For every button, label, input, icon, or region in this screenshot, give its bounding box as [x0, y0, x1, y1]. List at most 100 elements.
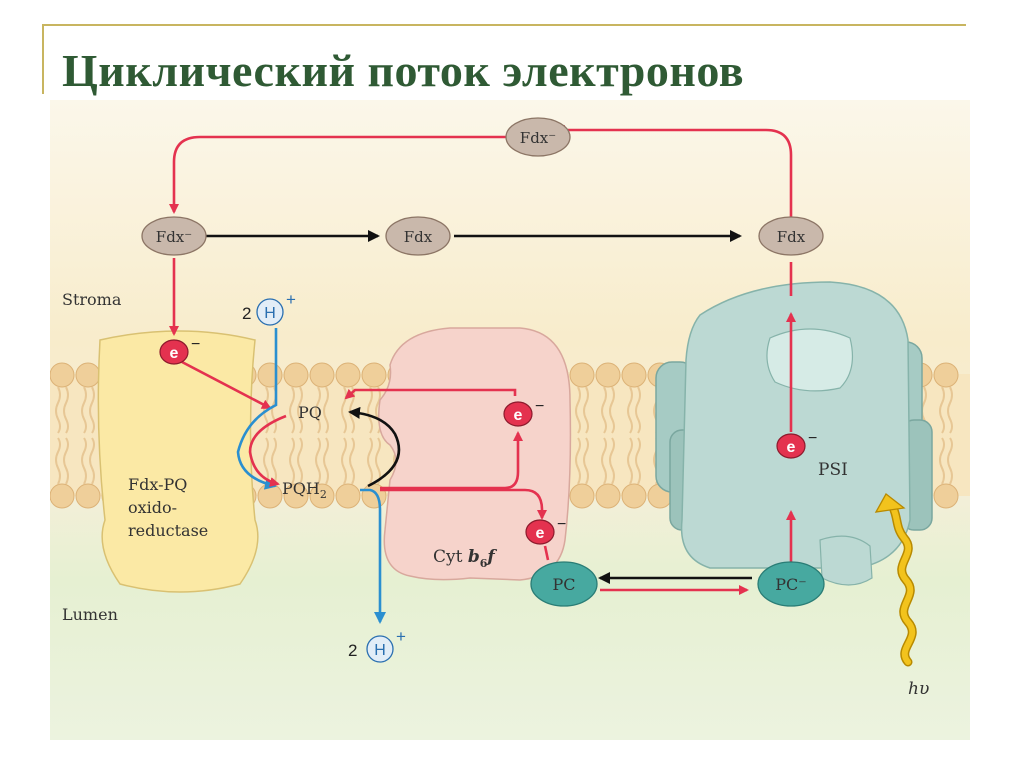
lipid-head: [595, 483, 621, 509]
lipid-tail: [315, 386, 321, 434]
lipid-tail: [297, 386, 303, 434]
lipid-head: [75, 362, 101, 388]
photosystem-i: PSI: [655, 281, 933, 586]
svg-text:−: −: [808, 430, 817, 447]
svg-text:2: 2: [242, 304, 251, 323]
svg-text:−: −: [191, 336, 200, 353]
lipid-tail: [635, 437, 641, 485]
cyclic-electron-flow-diagram: Stroma Lumen Fdx-PQ oxido- reductase Cyt…: [50, 100, 970, 740]
svg-text:H: H: [374, 642, 386, 659]
fdx-pq-oxidoreductase: Fdx-PQ oxido- reductase: [97, 330, 259, 593]
lipid-head: [569, 483, 595, 509]
lipid-tail: [575, 437, 581, 485]
svg-text:−: −: [535, 398, 544, 415]
lipid-tail: [63, 437, 69, 485]
oxidoreductase-label-line3: reductase: [128, 521, 208, 540]
pc-reduced: PC⁻: [757, 561, 825, 607]
slide-title: Циклический поток электронов: [62, 45, 745, 96]
lipid-tail: [315, 437, 321, 485]
lipid-tail: [263, 437, 269, 485]
fdx-top: Fdx⁻: [505, 117, 571, 157]
electron-flow-arrows: [169, 125, 796, 595]
arrow-cyt-electron-to-pq: [344, 388, 517, 400]
lipid-head: [75, 483, 101, 509]
lipid-head: [621, 362, 647, 388]
lipid-tail: [947, 386, 953, 434]
svg-text:+: +: [286, 290, 296, 309]
lipid-tail: [575, 386, 581, 434]
electron-cytb6f-upper: e −: [503, 398, 544, 427]
lipid-tail: [289, 386, 295, 434]
lipid-head: [309, 362, 335, 388]
arrow-pqh2-to-pq-cycle: [348, 406, 401, 488]
arrow-pqh2-to-cyt-electron: [380, 431, 523, 490]
svg-text:PC: PC: [552, 575, 575, 594]
title-rule-horizontal: [42, 24, 966, 26]
lipid-head: [283, 483, 309, 509]
lipid-tail: [635, 386, 641, 434]
pc-oxidized: PC: [530, 561, 598, 607]
proton-arrows: [236, 328, 386, 624]
pq-label: PQ: [298, 403, 322, 422]
svg-text:H: H: [264, 305, 276, 322]
lipid-tail: [297, 437, 303, 485]
lipid-head: [309, 483, 335, 509]
svg-text:2: 2: [348, 641, 357, 660]
lipid-tail: [81, 386, 87, 434]
black-arrows: [206, 230, 752, 584]
oxidoreductase-label-line2: oxido-: [128, 498, 177, 517]
svg-text:e: e: [536, 525, 545, 542]
cytb6f-label: Cyt b6f: [433, 547, 497, 570]
lipid-tail: [627, 386, 633, 434]
lumen-label: Lumen: [62, 605, 118, 624]
lipid-tail: [375, 437, 381, 485]
lipid-head: [283, 362, 309, 388]
pqh2-label: PQH2: [282, 479, 327, 501]
lipid-tail: [55, 386, 61, 434]
lipid-head: [50, 362, 75, 388]
svg-text:−: −: [557, 516, 566, 533]
fdx-middle: Fdx: [385, 216, 451, 256]
title-rule-vertical: [42, 24, 44, 94]
electron-cytb6f-lower: e −: [525, 516, 566, 545]
lipid-tail: [627, 437, 633, 485]
svg-text:e: e: [514, 407, 523, 424]
svg-text:Fdx: Fdx: [777, 228, 806, 246]
lipid-head: [933, 362, 959, 388]
svg-text:e: e: [170, 345, 179, 362]
lipid-tail: [89, 437, 95, 485]
proton-stroma: 2 H +: [242, 290, 296, 326]
lipid-tail: [349, 437, 355, 485]
arrow-electron-to-pq: [181, 360, 272, 410]
svg-text:+: +: [396, 627, 406, 646]
lipid-tail: [939, 437, 945, 485]
arrow-proton-release: [360, 488, 386, 624]
lipid-tail: [323, 386, 329, 434]
light-label: hυ: [908, 679, 929, 699]
electron-psi: e −: [776, 430, 817, 459]
lipid-tail: [947, 437, 953, 485]
lipid-tail: [63, 386, 69, 434]
fdx-left-reduced: Fdx⁻: [141, 216, 207, 256]
lipid-tail: [583, 386, 589, 434]
lipid-head: [50, 483, 75, 509]
psi-label: PSI: [818, 460, 848, 480]
lipid-tail: [609, 386, 615, 434]
fdx-right: Fdx: [758, 216, 824, 256]
electron-oxidoreductase: e −: [159, 336, 200, 365]
svg-text:Fdx⁻: Fdx⁻: [156, 228, 192, 246]
arrow-proton-uptake: [236, 328, 278, 490]
lipid-tail: [939, 386, 945, 434]
lipid-head: [361, 362, 387, 388]
lipid-tail: [367, 386, 373, 434]
lipid-head: [335, 362, 361, 388]
lipid-tail: [81, 437, 87, 485]
lipid-tail: [89, 386, 95, 434]
lipid-tail: [271, 437, 277, 485]
svg-text:e: e: [787, 439, 796, 456]
lipid-head: [569, 362, 595, 388]
lipid-tail: [601, 437, 607, 485]
arrow-lower-electron-to-pc: [543, 545, 550, 561]
arrow-pq-reduction-curve: [248, 414, 287, 487]
arrow-pqh2-to-lower-electron: [380, 488, 547, 520]
